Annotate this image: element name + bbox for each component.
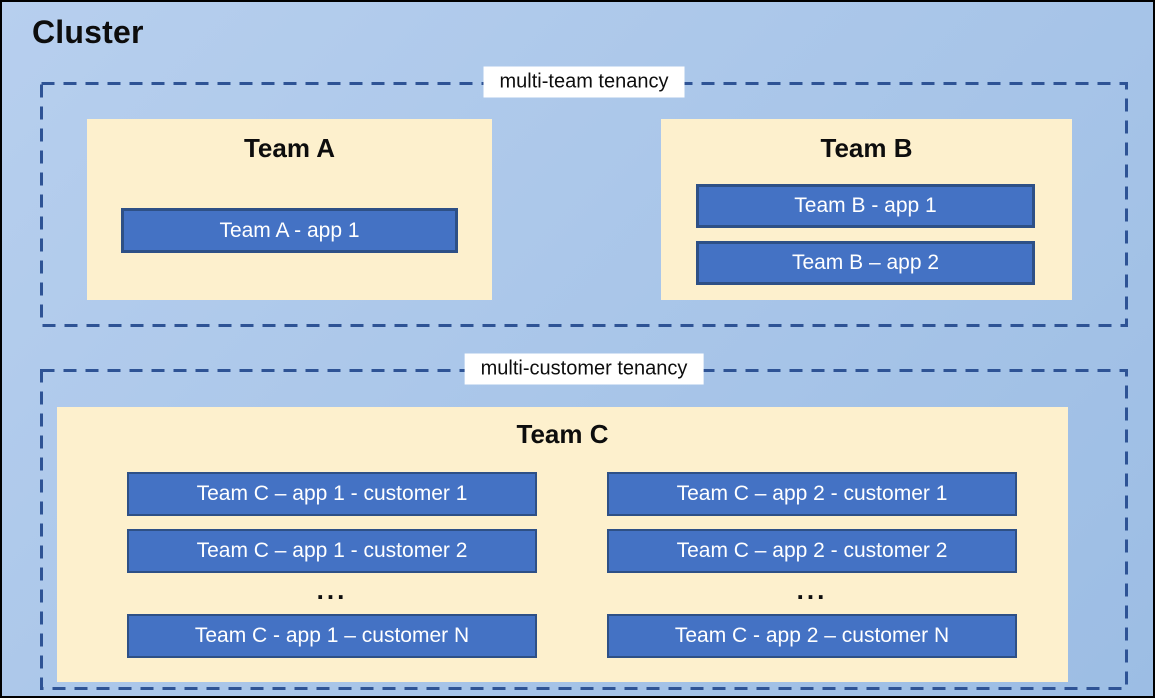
team-b-app-1: Team B - app 1 — [696, 184, 1035, 228]
team-c-app-1-column: Team C – app 1 - customer 1 Team C – app… — [127, 472, 537, 658]
team-c-app-2-customer-2: Team C – app 2 - customer 2 — [607, 529, 1017, 573]
team-a-box: Team A Team A - app 1 — [87, 119, 492, 300]
multi-team-tenancy-section: multi-team tenancy Team A Team A - app 1… — [40, 66, 1128, 327]
team-b-title: Team B — [820, 133, 913, 163]
dashed-border — [40, 369, 1128, 690]
ellipsis: ... — [316, 574, 348, 605]
team-c-box: Team C Team C – app 1 - customer 1 Team … — [57, 407, 1068, 682]
ellipsis: ... — [796, 574, 828, 605]
team-c-title: Team C — [516, 419, 609, 449]
multi-customer-tenancy-label: multi-customer tenancy — [464, 353, 704, 385]
team-b-app-2: Team B – app 2 — [696, 241, 1035, 285]
team-c-app-1-customer-1: Team C – app 1 - customer 1 — [127, 472, 537, 516]
team-b-box: Team B Team B - app 1 Team B – app 2 — [661, 119, 1072, 300]
team-a-app-1: Team A - app 1 — [121, 208, 458, 253]
multi-customer-tenancy-section: multi-customer tenancy Team C Team C – a… — [40, 353, 1128, 690]
dashed-border — [40, 82, 1128, 327]
team-c-app-1-customer-2: Team C – app 1 - customer 2 — [127, 529, 537, 573]
team-a-title: Team A — [243, 133, 336, 163]
team-c-app-2-customer-n: Team C - app 2 – customer N — [607, 614, 1017, 658]
cluster-title: Cluster — [32, 14, 144, 50]
multi-team-tenancy-label: multi-team tenancy — [483, 66, 685, 98]
team-c-app-1-customer-n: Team C - app 1 – customer N — [127, 614, 537, 658]
team-c-app-2-column: Team C – app 2 - customer 1 Team C – app… — [607, 472, 1017, 658]
team-c-app-2-customer-1: Team C – app 2 - customer 1 — [607, 472, 1017, 516]
